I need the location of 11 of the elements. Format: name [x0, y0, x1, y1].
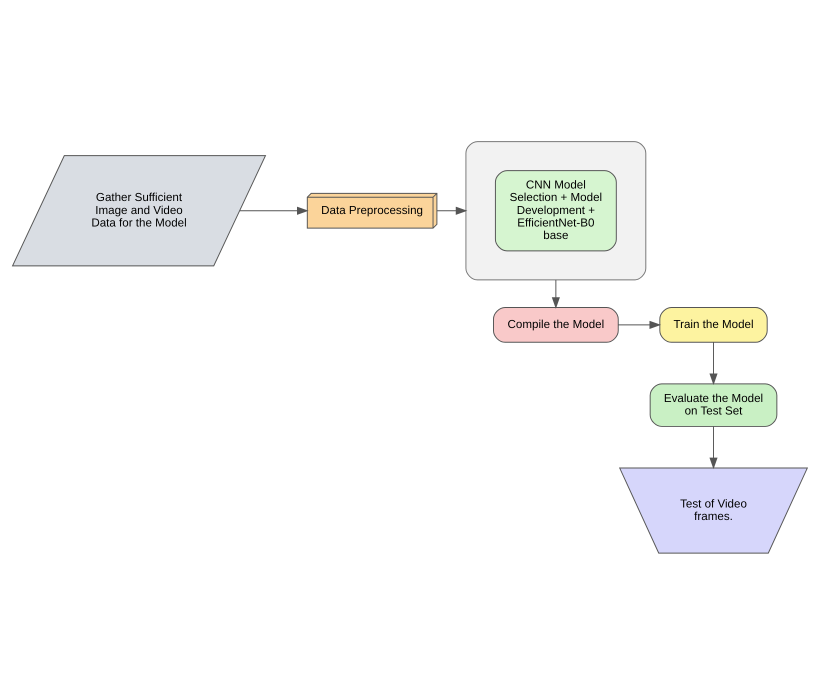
node-box: Compile the Model [493, 307, 619, 343]
arrow [239, 206, 309, 215]
arrow [618, 320, 662, 329]
arrow [552, 279, 560, 309]
cluster [465, 141, 646, 280]
node-box: Evaluate the Model on Test Set [650, 383, 778, 427]
arrow [709, 426, 718, 470]
node-box: Train the Model [659, 307, 768, 343]
node-box: CNN Model Selection + Model Development + EfficientNet-B0 base [494, 170, 617, 252]
arrow [709, 342, 718, 386]
arrow [436, 206, 468, 215]
